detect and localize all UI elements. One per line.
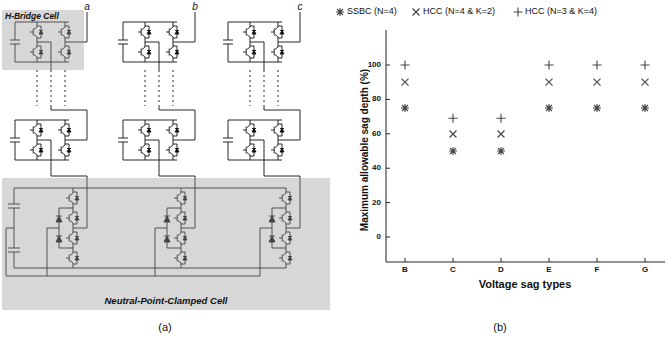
subfigure-label: (a): [158, 321, 171, 333]
tick-label: 40: [372, 164, 381, 173]
terminal-label: c: [298, 1, 303, 12]
subfigure-label: (b): [493, 321, 506, 333]
tick-label: 100: [368, 61, 381, 70]
axis-title: Voltage sag types: [479, 278, 572, 290]
cell-title: Neutral-Point-Clamped Cell: [105, 295, 228, 306]
cell-title: H-Bridge Cell: [5, 11, 59, 21]
legend-entry: SSBC (N=4): [347, 7, 397, 17]
legend-entry: HCC (N=4 & K=2): [423, 7, 495, 17]
category-label: C: [450, 266, 456, 275]
cell-region: Neutral-Point-Clamped Cell: [2, 178, 330, 310]
category-label: G: [642, 266, 648, 275]
axis-title: Maximum allowable sag depth (%): [359, 69, 370, 231]
category-label: D: [498, 266, 504, 275]
category-label: F: [595, 266, 600, 275]
cell-region: H-Bridge Cell: [2, 10, 84, 70]
terminal-label: a: [84, 1, 90, 12]
tick-label: 0: [377, 233, 381, 242]
category-label: E: [546, 266, 551, 275]
tick-label: 20: [372, 198, 381, 207]
terminal-label: b: [192, 1, 198, 12]
legend-entry: HCC (N=3 & K=4): [525, 7, 597, 17]
tick-label: 80: [372, 95, 381, 104]
tick-label: 60: [372, 129, 381, 138]
category-label: B: [402, 266, 408, 275]
